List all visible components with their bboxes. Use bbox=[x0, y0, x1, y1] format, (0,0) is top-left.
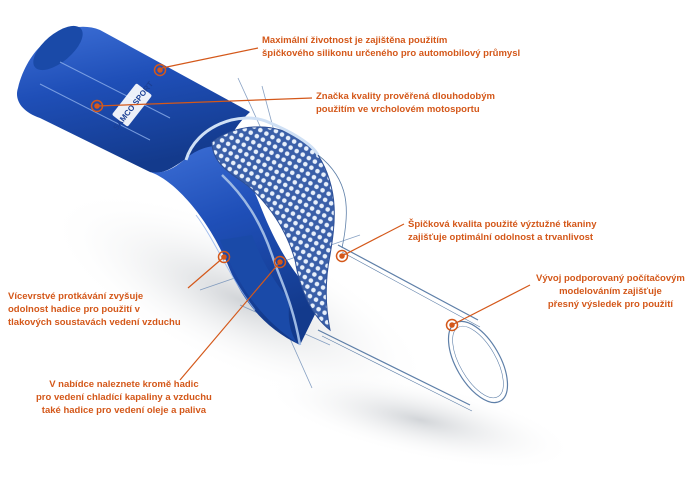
marker-cad bbox=[445, 318, 459, 332]
callout-line: tlakových soustavách vedení vzduchu bbox=[8, 317, 181, 328]
marker-quality bbox=[90, 99, 104, 113]
callout-line: odolnost hadice pro použití v bbox=[8, 304, 140, 315]
callout-quality-mark: Značka kvality prověřená dlouhodobým pou… bbox=[316, 90, 495, 116]
transparent-tube bbox=[317, 154, 509, 412]
callout-range: V nabídce naleznete kromě hadic pro vede… bbox=[36, 378, 212, 417]
callout-line: použitím ve vrcholovém motosportu bbox=[316, 104, 480, 115]
callout-line: pro vedení chladící kapaliny a vzduchu bbox=[36, 392, 212, 403]
callout-line: Špičková kvalita použité výztužné tkanin… bbox=[408, 219, 597, 230]
callout-line: přesný výsledek pro použití bbox=[547, 299, 673, 310]
callout-line: zajišťuje optimální odolnost a trvanlivo… bbox=[408, 232, 594, 243]
hose-shadow-2 bbox=[263, 370, 577, 470]
callout-layers: Vícevrstvé protkávání zvyšuje odolnost h… bbox=[8, 290, 181, 329]
marker-lifespan bbox=[153, 63, 167, 77]
callout-line: špičkového silikonu určeného pro automob… bbox=[262, 48, 521, 59]
callout-line: Značka kvality prověřená dlouhodobým bbox=[316, 91, 495, 102]
callout-line: Vývoj podporovaný počítačovým bbox=[536, 273, 685, 284]
callout-line: modelováním zajišťuje bbox=[559, 286, 662, 297]
marker-fabric bbox=[335, 249, 349, 263]
hose-end-cap bbox=[33, 25, 83, 71]
callout-cad: Vývoj podporovaný počítačovým modelování… bbox=[536, 272, 685, 311]
callout-line: V nabídce naleznete kromě hadic bbox=[49, 379, 199, 390]
leader-lines bbox=[96, 47, 531, 381]
callout-line: Vícevrstvé protkávání zvyšuje bbox=[8, 291, 144, 302]
hose-shadow bbox=[47, 190, 433, 410]
callout-fabric: Špičková kvalita použité výztužné tkanin… bbox=[408, 218, 596, 244]
marker-layers bbox=[217, 250, 231, 264]
marker-range bbox=[273, 255, 287, 269]
callout-lifespan: Maximální životnost je zajištěna použití… bbox=[262, 34, 520, 60]
callout-line: Maximální životnost je zajištěna použití… bbox=[262, 35, 448, 46]
blue-hose-lower bbox=[220, 235, 300, 345]
cut-edge-top bbox=[184, 116, 320, 161]
cut-edge-inner bbox=[221, 174, 302, 346]
target-markers bbox=[90, 63, 459, 332]
callout-line: také hadice pro vedení oleje a paliva bbox=[41, 405, 207, 416]
